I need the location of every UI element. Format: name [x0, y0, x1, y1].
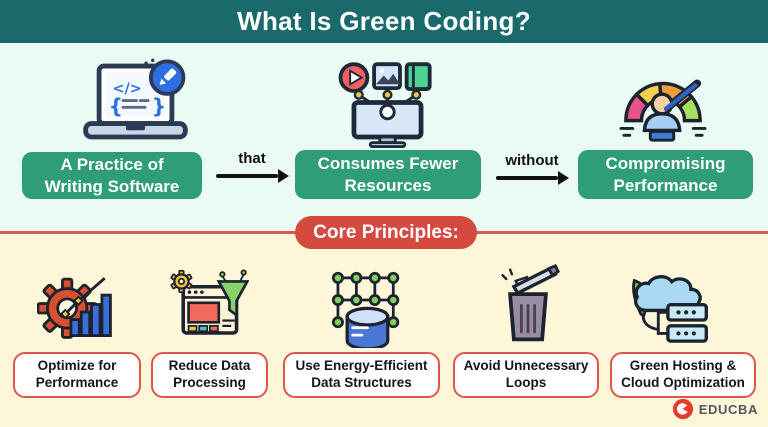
performance-gauge-icon — [608, 60, 718, 148]
principle-avoid-loops: Avoid Unnecessary Loops — [453, 352, 599, 398]
flow-node-label: A Practice of Writing Software — [44, 155, 180, 196]
brand-logo: EDUCBA — [672, 398, 758, 420]
principle-label: Avoid Unnecessary Loops — [463, 358, 589, 390]
flow-node-label: Consumes Fewer Resources — [317, 154, 459, 195]
principle-label: Green Hosting & Cloud Optimization — [621, 358, 745, 390]
media-monitor-icon — [330, 56, 445, 148]
browser-filter-icon — [169, 266, 249, 344]
connector-label: that — [238, 150, 266, 167]
database-network-icon — [318, 265, 404, 348]
header-banner: What Is Green Coding? — [0, 0, 768, 43]
brand-name: EDUCBA — [698, 401, 758, 417]
principle-reduce-data: Reduce Data Processing — [151, 352, 268, 398]
educba-logo-icon — [672, 398, 693, 420]
green-cloud-hosting-icon — [618, 272, 713, 344]
flow-node-label: Compromising Performance — [605, 154, 726, 195]
principle-label: Optimize for Performance — [35, 358, 119, 390]
connector-that: that — [210, 150, 294, 183]
svg-text:</>: </> — [113, 81, 142, 97]
flow-node-practice: A Practice of Writing Software — [22, 152, 202, 199]
trash-bin-icon — [495, 262, 561, 346]
principle-optimize-performance: Optimize for Performance — [13, 352, 141, 398]
core-principles-label: Core Principles: — [313, 221, 459, 243]
connector-without: without — [490, 152, 574, 185]
connector-label: without — [505, 152, 559, 169]
svg-text:}: } — [152, 94, 166, 118]
core-principles-badge: Core Principles: — [295, 216, 477, 249]
right-arrow-icon — [495, 171, 569, 185]
gear-chart-icon — [37, 265, 117, 345]
right-arrow-icon — [215, 169, 289, 183]
principle-green-hosting: Green Hosting & Cloud Optimization — [610, 352, 756, 398]
principle-data-structures: Use Energy-Efficient Data Structures — [283, 352, 440, 398]
laptop-code-icon: </> { } — [78, 56, 193, 148]
principle-label: Reduce Data Processing — [168, 358, 251, 390]
page-title: What Is Green Coding? — [237, 6, 531, 36]
flow-node-resources: Consumes Fewer Resources — [295, 150, 481, 199]
principle-label: Use Energy-Efficient Data Structures — [295, 358, 428, 390]
flow-node-performance: Compromising Performance — [578, 150, 753, 199]
svg-text:{: { — [109, 94, 123, 118]
